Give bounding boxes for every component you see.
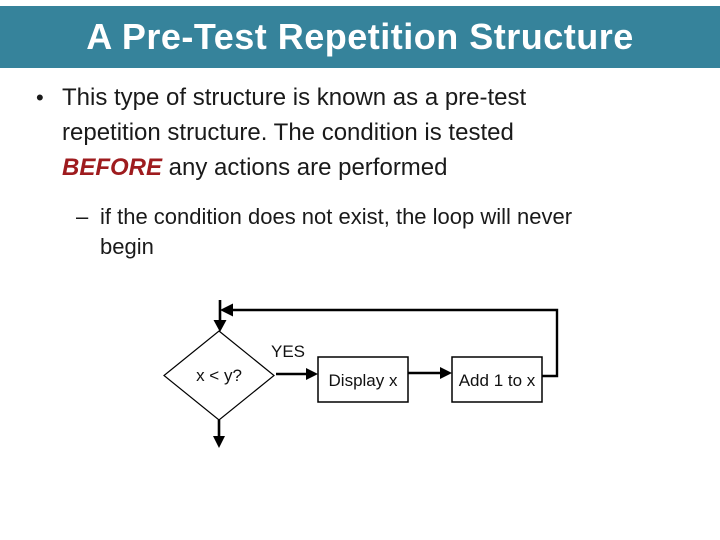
bullet-line-3-rest: any actions are performed [162,154,448,181]
yes-arrowhead-icon [306,368,318,380]
sub-bullet-item: – if the condition does not exist, the l… [76,202,572,262]
title-bar: A Pre-Test Repetition Structure [0,6,720,68]
bullet-line-2: repetition structure. The condition is t… [62,119,514,146]
emphasis-before: BEFORE [62,154,163,181]
decision-diamond [163,330,275,421]
bullet-marker: • [36,85,44,110]
entry-arrowhead-icon [213,320,227,332]
sub-bullet-line-1: if the condition does not exist, the loo… [100,204,573,229]
branch-label-yes: YES [271,342,305,361]
process-arrowhead-icon [440,367,452,379]
bullet-line-1: This type of structure is known as a pre… [62,84,527,111]
bullet-text: This type of structure is known as a pre… [62,80,526,185]
bullet-item: • This type of structure is known as a p… [36,80,526,185]
process-box-display [317,356,409,403]
slide-title: A Pre-Test Repetition Structure [86,16,634,57]
process-label-display: Display x [329,371,398,390]
process-label-add: Add 1 to x [459,371,536,390]
sub-bullet-marker: – [76,204,89,229]
loopback-line [233,308,559,378]
sub-bullet-text: if the condition does not exist, the loo… [100,202,572,262]
exit-arrowhead-icon [213,436,225,448]
sub-bullet-line-2: begin [100,234,154,259]
bullet-line-3: BEFORE any actions are performed [62,150,526,185]
loopback-arrowhead-icon [220,303,233,317]
process-box-add [451,356,543,403]
decision-label: x < y? [196,366,242,385]
